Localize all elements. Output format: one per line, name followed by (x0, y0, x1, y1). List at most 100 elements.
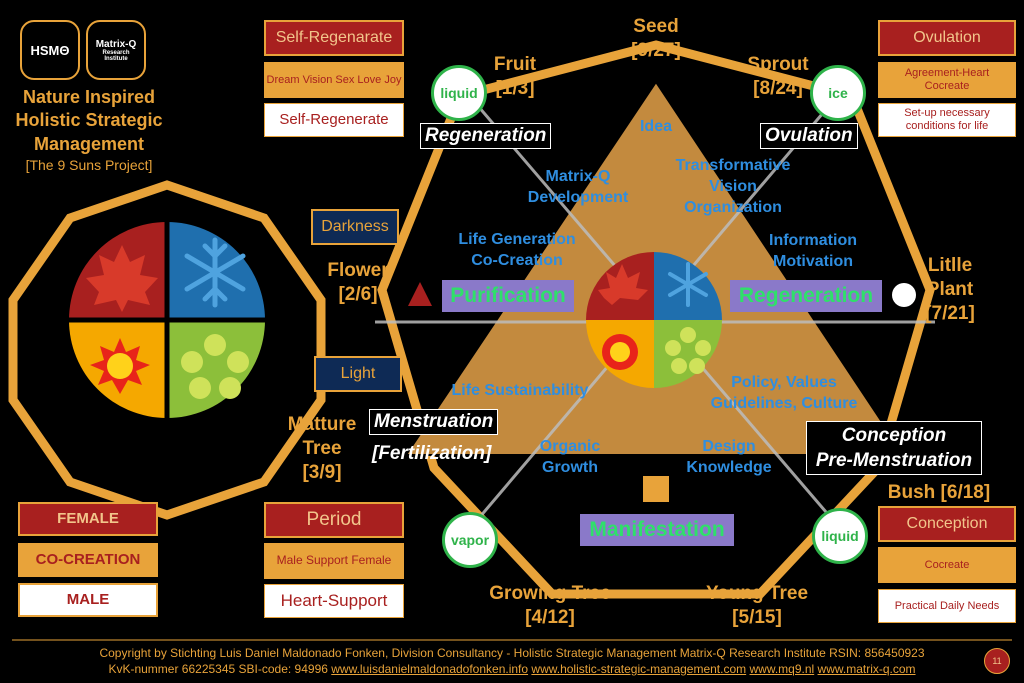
footer-kvk: KvK-nummer 66225345 SBI-code: 94996 (108, 662, 328, 676)
practical-daily-needs-box[interactable]: Practical Daily Needs (878, 589, 1016, 623)
label-life-generation: Life Generation Co-Creation (442, 230, 592, 272)
label-pv-1: Policy, Values (731, 374, 837, 391)
label-pv-2: Guidelines, Culture (710, 394, 858, 412)
flower-icon (181, 334, 249, 399)
stage-flower-num: [2/6] (338, 283, 378, 305)
center-flower-icon (665, 327, 711, 374)
matrix-q-logo-sub1: Research (102, 49, 130, 56)
phase-pre-menstruation: Pre-Menstruation (815, 449, 973, 471)
center-sun-icon (602, 334, 638, 370)
stage-little-plant-name2: Plant (926, 278, 974, 300)
stage-sprout-num: [8/24] (753, 77, 803, 99)
footer-link-luisdaniel[interactable]: www.luisdanielmaldonadofonken.info (331, 662, 529, 676)
stage-little-plant-name1: Litlle (927, 255, 973, 276)
label-im-1: Information (769, 232, 857, 249)
stage-fruit: Fruit [1/3] (475, 53, 555, 101)
matrix-q-logo-sub2: Institute (104, 55, 128, 62)
stage-matture-tree-name1: Matture (287, 414, 357, 435)
female-box[interactable]: FEMALE (18, 502, 158, 536)
footer-link-hsm[interactable]: www.holistic-strategic-management.com (531, 662, 747, 676)
label-og-2: Growth (542, 458, 598, 476)
conception-box[interactable]: Conception (878, 506, 1016, 542)
male-support-box[interactable]: Male Support Female (264, 543, 404, 579)
footer-line-2: KvK-nummer 66225345 SBI-code: 94996 www.… (0, 662, 1024, 676)
period-box[interactable]: Period (264, 502, 404, 538)
darkness-box[interactable]: Darkness (311, 209, 399, 245)
cocreation-box[interactable]: CO-CREATION (18, 543, 158, 577)
manifestation-label: Manifestation (580, 514, 734, 546)
self-regenerate-box[interactable]: Self-Regenerate (264, 103, 404, 137)
dream-vision-box[interactable]: Dream Vision Sex Love Joy (264, 62, 404, 98)
stage-young-tree-num: [5/15] (732, 606, 782, 628)
label-information-motivation: Information Motivation (752, 231, 874, 273)
page-number-badge: 11 (984, 648, 1010, 674)
heart-support-box[interactable]: Heart-Support (264, 584, 404, 618)
stage-sprout: Sprout [8/24] (738, 53, 818, 101)
stage-growing-tree-num: [4/12] (525, 606, 575, 628)
footer-link-mq9[interactable]: www.mq9.nl (749, 662, 815, 676)
title-subtitle: [The 9 Suns Project] (25, 157, 153, 174)
bubble-ice: ice (810, 65, 866, 121)
left-seasons-wheel (69, 222, 265, 418)
center-maple-leaf-icon (598, 264, 648, 305)
male-box[interactable]: MALE (18, 583, 158, 617)
stage-sprout-name: Sprout (747, 54, 809, 75)
gold-square-marker (643, 476, 669, 502)
sun-icon (90, 338, 150, 394)
label-idea: Idea (639, 118, 672, 135)
title-line-3: Management (33, 133, 145, 154)
phase-regeneration-top: Regeneration (420, 123, 552, 149)
regeneration-label: Regeneration (730, 280, 882, 312)
stage-matture-tree-num: [3/9] (302, 461, 342, 483)
agreement-heart-box[interactable]: Agreement-Heart Cocreate (878, 62, 1016, 98)
self-regenarate-box[interactable]: Self-Regenarate (264, 20, 404, 56)
title-line-1: Nature Inspired (22, 87, 156, 107)
label-og-1: Organic (539, 438, 601, 455)
phase-menstruation: Menstruation (369, 409, 499, 435)
stage-growing-tree: Growing Tree [4/12] (478, 582, 622, 630)
label-mq-dev-2: Development (527, 188, 629, 206)
setup-conditions-box[interactable]: Set-up necessary conditions for life (878, 103, 1016, 137)
label-life-sustainability: Life Sustainability (451, 382, 589, 399)
label-mq-dev-1: Matrix-Q (545, 168, 611, 185)
label-tvo-2: Vision (709, 177, 757, 195)
matrix-q-logo-title: Matrix-Q (95, 38, 137, 50)
stage-matture-tree: Matture Tree [3/9] (280, 413, 364, 484)
stage-young-tree-name: Young Tree (705, 583, 809, 604)
phase-conception-box: Conception Pre-Menstruation (806, 421, 982, 475)
stage-seed-num: [9/27] (631, 39, 681, 61)
label-matrix-q-development: Matrix-Q Development (512, 167, 644, 209)
stage-growing-tree-name: Growing Tree (489, 583, 611, 604)
label-im-2: Motivation (773, 252, 853, 270)
stage-bush: Bush [6/18] (878, 481, 1000, 505)
footer-link-matrix-q[interactable]: www.matrix-q.com (817, 662, 916, 676)
ovulation-box[interactable]: Ovulation (878, 20, 1016, 56)
label-dk-1: Design (702, 438, 756, 455)
stage-flower-name: Flower (327, 260, 389, 281)
stage-young-tree: Young Tree [5/15] (692, 582, 822, 630)
bubble-liquid-bottom: liquid (812, 508, 868, 564)
stage-fruit-num: [1/3] (495, 77, 535, 99)
stage-flower: Flower [2/6] (318, 259, 398, 307)
center-snowflake-icon (668, 262, 708, 307)
purification-label: Purification (442, 280, 574, 312)
stage-fruit-name: Fruit (493, 54, 537, 75)
phase-fertilization: [Fertilization] (372, 443, 492, 464)
center-seasons-wheel (586, 252, 722, 388)
matrix-q-logo: Matrix-Q Research Institute (86, 20, 146, 80)
label-design-knowledge: Design Knowledge (676, 437, 782, 479)
label-transformative-vision: Transformative Vision Organization (660, 156, 806, 218)
bubble-liquid-top: liquid (431, 65, 487, 121)
label-organic-growth: Organic Growth (526, 437, 614, 479)
main-nonagon (377, 40, 935, 599)
cocreate-box[interactable]: Cocreate (878, 547, 1016, 583)
light-box[interactable]: Light (314, 356, 402, 392)
white-circle-marker (892, 283, 916, 307)
stage-bush-name: Bush [6/18] (887, 482, 991, 503)
label-policy-values: Policy, Values Guidelines, Culture (698, 373, 870, 415)
footer-line-1: Copyright by Stichting Luis Daniel Maldo… (99, 646, 925, 660)
stage-matture-tree-name2: Tree (302, 437, 342, 459)
stage-little-plant: Litlle Plant [7/21] (912, 254, 988, 325)
maple-leaf-icon (86, 245, 158, 312)
